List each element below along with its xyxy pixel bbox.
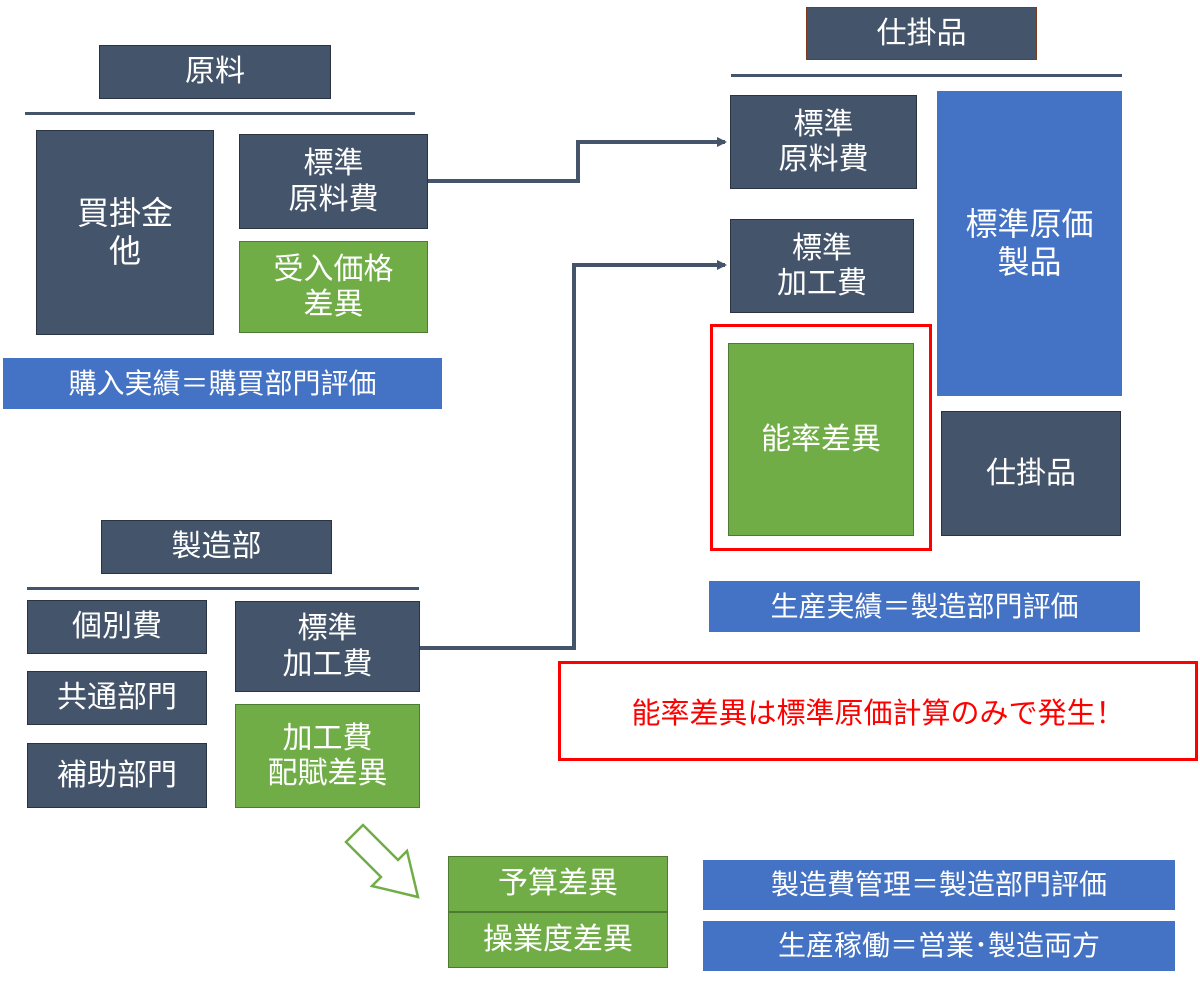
manufacturing-divider (27, 587, 419, 590)
connector-processing-cost-arrow (420, 260, 727, 650)
wip-divider (731, 74, 1122, 77)
common-dept-box: 共通部門 (27, 671, 207, 725)
standard-cost-product-box: 標準原価 製品 (937, 91, 1122, 396)
wip-header: 仕掛品 (806, 7, 1037, 60)
wip-standard-processing-cost-box: 標準 加工費 (730, 219, 914, 313)
auxiliary-dept-box: 補助部門 (27, 743, 207, 808)
wip-standard-material-cost-box: 標準 原料費 (730, 95, 917, 189)
payables-box: 買掛金 他 (36, 130, 214, 335)
budget-variance-box: 予算差異 (448, 856, 668, 912)
hollow-down-right-arrow (344, 823, 420, 899)
individual-cost-box: 個別費 (27, 600, 207, 654)
operating-level-variance-box: 操業度差異 (448, 912, 668, 968)
raw-materials-header: 原料 (99, 45, 331, 99)
purchase-performance-banner: 購入実績＝購買部門評価 (3, 358, 442, 409)
raw-materials-divider (25, 112, 415, 115)
manufacturing-header: 製造部 (101, 520, 332, 574)
efficiency-variance-highlight (710, 324, 932, 551)
wip-box: 仕掛品 (941, 411, 1121, 536)
connector-material-cost-arrow (428, 137, 727, 183)
efficiency-variance-callout: 能率差異は標準原価計算のみで発生！ (558, 661, 1198, 761)
production-performance-banner: 生産実績＝製造部門評価 (709, 581, 1140, 632)
production-operation-banner: 生産稼働＝営業･製造両方 (703, 921, 1175, 971)
standard-material-cost-box: 標準 原料費 (239, 134, 428, 229)
purchase-price-variance-box: 受入価格 差異 (239, 241, 428, 333)
efficiency-variance-box: 能率差異 (728, 343, 914, 536)
cost-control-banner: 製造費管理＝製造部門評価 (703, 860, 1175, 910)
standard-processing-cost-box: 標準 加工費 (235, 601, 420, 692)
processing-allocation-variance-box: 加工費 配賦差異 (235, 704, 420, 808)
